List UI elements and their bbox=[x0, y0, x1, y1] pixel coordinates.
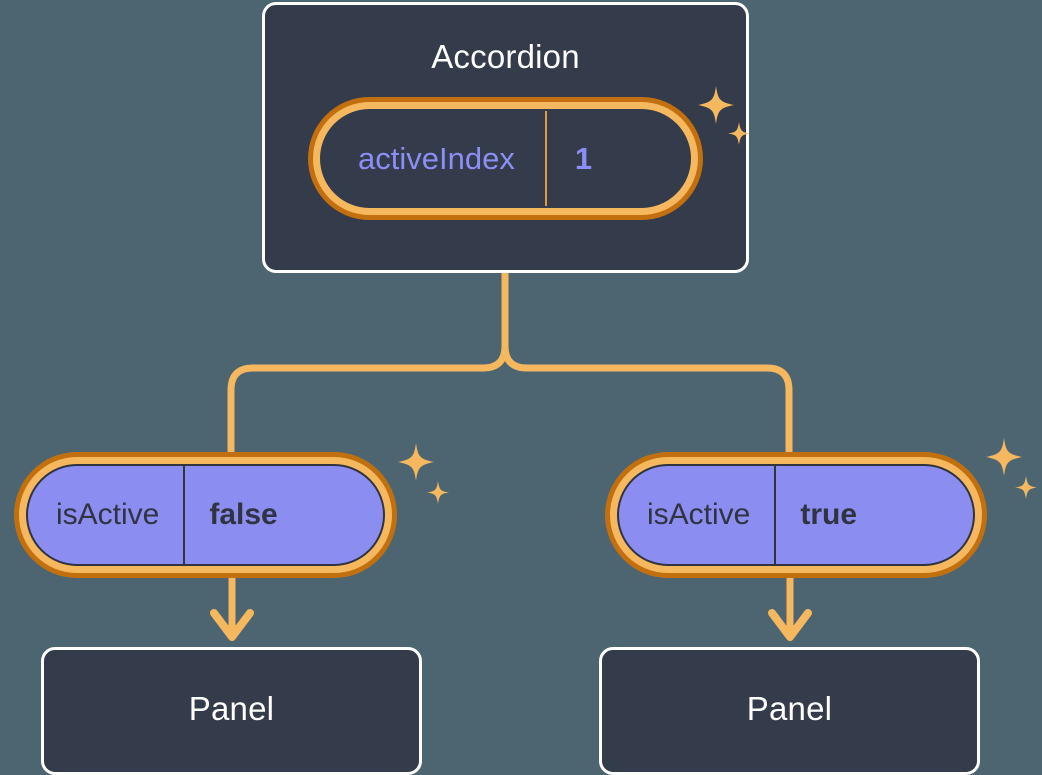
sparkle-decoration-left bbox=[398, 443, 449, 504]
state-key-label: activeIndex bbox=[322, 111, 547, 206]
sparkle-large-icon bbox=[986, 438, 1022, 476]
panel-component-card-right[interactable]: Panel bbox=[599, 647, 980, 775]
highlight-ring: isActive false bbox=[19, 457, 392, 573]
arrow-down-left bbox=[210, 572, 254, 641]
arrow-down-right bbox=[768, 572, 812, 641]
state-key-label: isActive bbox=[619, 466, 777, 564]
state-key-label: isActive bbox=[28, 466, 186, 564]
state-pill-body: isActive true bbox=[617, 464, 975, 566]
highlight-ring: activeIndex 1 bbox=[313, 102, 698, 215]
state-pill-body: isActive false bbox=[26, 464, 385, 566]
panel-component-card-left[interactable]: Panel bbox=[41, 647, 422, 775]
connector-right-branch bbox=[501, 269, 793, 466]
state-value-label: false bbox=[209, 498, 278, 531]
state-pill-body: activeIndex 1 bbox=[320, 109, 691, 208]
state-pill-is-active-left[interactable]: isActive false bbox=[14, 452, 397, 578]
highlight-ring: isActive true bbox=[610, 457, 982, 573]
panel-title: Panel bbox=[188, 690, 275, 727]
state-value-label: 1 bbox=[574, 140, 593, 176]
sparkle-decoration-right bbox=[986, 438, 1037, 499]
sparkle-large-icon bbox=[398, 443, 434, 481]
sparkle-small-icon bbox=[1015, 476, 1037, 499]
sparkle-small-icon bbox=[427, 481, 449, 504]
state-value-label: true bbox=[800, 498, 858, 531]
connector-left-branch bbox=[227, 269, 509, 466]
state-pill-active-index[interactable]: activeIndex 1 bbox=[308, 97, 703, 220]
state-pill-is-active-right[interactable]: isActive true bbox=[605, 452, 987, 578]
panel-title: Panel bbox=[746, 690, 833, 727]
accordion-title: Accordion bbox=[431, 38, 580, 75]
